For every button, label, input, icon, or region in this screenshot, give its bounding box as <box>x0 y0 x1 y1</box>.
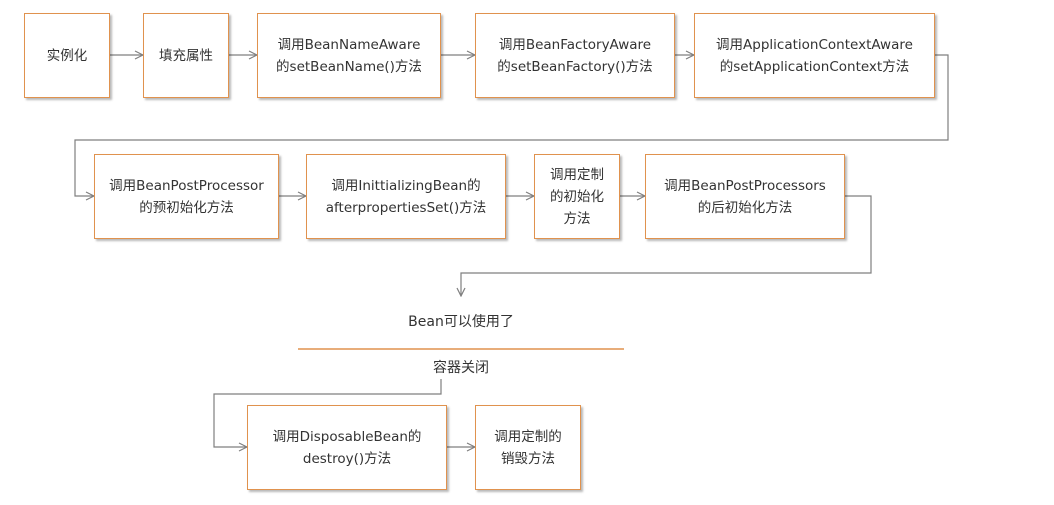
step-pre-initialization-label: 调用BeanPostProcessor 的预初始化方法 <box>109 177 264 216</box>
step-disposable-bean: 调用DisposableBean的 destroy()方法 <box>247 405 447 490</box>
arrow-wrap-row1-to-row2 <box>74 54 949 196</box>
state-container-close: 容器关闭 <box>433 360 489 376</box>
step-post-initialization-label: 调用BeanPostProcessors 的后初始化方法 <box>664 177 826 216</box>
step-pre-initialization: 调用BeanPostProcessor 的预初始化方法 <box>94 154 279 239</box>
arrow-close-to-disposablebean <box>213 379 442 447</box>
step-post-initialization: 调用BeanPostProcessors 的后初始化方法 <box>645 154 845 239</box>
step-bean-factory-aware-label: 调用BeanFactoryAware 的setBeanFactory()方法 <box>497 36 653 75</box>
step-bean-factory-aware: 调用BeanFactoryAware 的setBeanFactory()方法 <box>475 13 675 98</box>
step-application-context-aware: 调用ApplicationContextAware 的setApplicatio… <box>694 13 935 98</box>
step-instantiate: 实例化 <box>24 13 110 98</box>
step-custom-init-label: 调用定制 的初始化 方法 <box>550 166 604 227</box>
step-initializing-bean-label: 调用InittializingBean的 afterpropertiesSet(… <box>325 177 487 216</box>
step-application-context-aware-label: 调用ApplicationContextAware 的setApplicatio… <box>716 36 913 75</box>
state-bean-ready: Bean可以使用了 <box>408 314 514 330</box>
step-custom-destroy-label: 调用定制的 销毁方法 <box>494 428 562 467</box>
step-custom-destroy: 调用定制的 销毁方法 <box>475 405 581 490</box>
step-populate-properties-label: 填充属性 <box>159 47 213 64</box>
step-instantiate-label: 实例化 <box>46 47 88 64</box>
step-bean-name-aware-label: 调用BeanNameAware 的setBeanName()方法 <box>276 36 422 75</box>
step-initializing-bean: 调用InittializingBean的 afterpropertiesSet(… <box>306 154 506 239</box>
step-disposable-bean-label: 调用DisposableBean的 destroy()方法 <box>272 428 422 467</box>
step-populate-properties: 填充属性 <box>143 13 229 98</box>
arrow-postinit-to-ready <box>461 195 872 296</box>
step-bean-name-aware: 调用BeanNameAware 的setBeanName()方法 <box>257 13 441 98</box>
step-custom-init: 调用定制 的初始化 方法 <box>534 154 620 239</box>
